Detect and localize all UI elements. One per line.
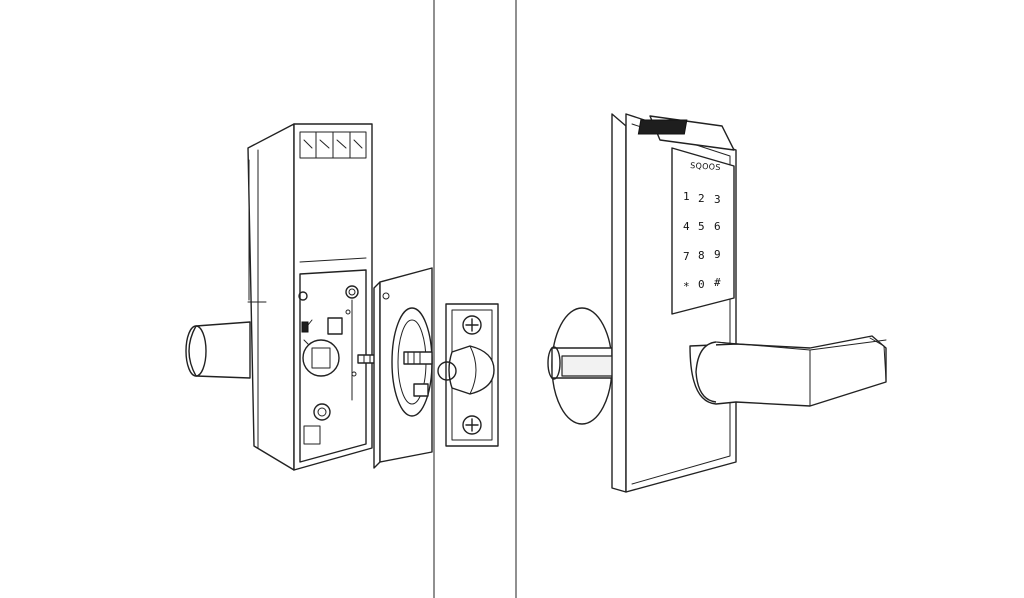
keypad-key-5[interactable]: 5 <box>698 220 705 233</box>
latch-assembly <box>437 303 499 447</box>
keypad-key-0[interactable]: 0 <box>698 278 705 291</box>
brand-logo: SQOOS <box>690 161 721 172</box>
battery-slots <box>299 131 367 159</box>
keypad-key-4[interactable]: 4 <box>683 220 690 233</box>
latch-bolt <box>437 345 495 395</box>
latch-screw-bottom <box>462 415 482 435</box>
interior-unit <box>185 123 403 471</box>
rose-plate <box>547 307 623 425</box>
mounting-plate <box>373 267 433 469</box>
keypad-key-9[interactable]: 9 <box>714 248 721 261</box>
keypad-key-2[interactable]: 2 <box>698 192 705 205</box>
exterior-unit: SQOOS 1 2 3 4 5 6 7 8 9 * 0 # <box>547 113 887 493</box>
keypad-key-7[interactable]: 7 <box>683 250 690 263</box>
keypad-key-6[interactable]: 6 <box>714 220 721 233</box>
keypad-key-8[interactable]: 8 <box>698 249 705 262</box>
keypad-key-1[interactable]: 1 <box>683 190 690 203</box>
exterior-lever[interactable] <box>689 335 887 407</box>
latch-screw-top <box>462 315 482 335</box>
keypad-panel: SQOOS 1 2 3 4 5 6 7 8 9 * 0 # <box>671 147 735 315</box>
keypad-key-hash[interactable]: # <box>714 276 721 289</box>
keypad-key-star[interactable]: * <box>683 280 690 293</box>
fingerprint-reader <box>637 115 735 151</box>
interior-lever <box>185 321 251 379</box>
keypad-key-3[interactable]: 3 <box>714 193 721 206</box>
mechanism-plate <box>298 269 367 463</box>
door-edge <box>433 0 517 598</box>
